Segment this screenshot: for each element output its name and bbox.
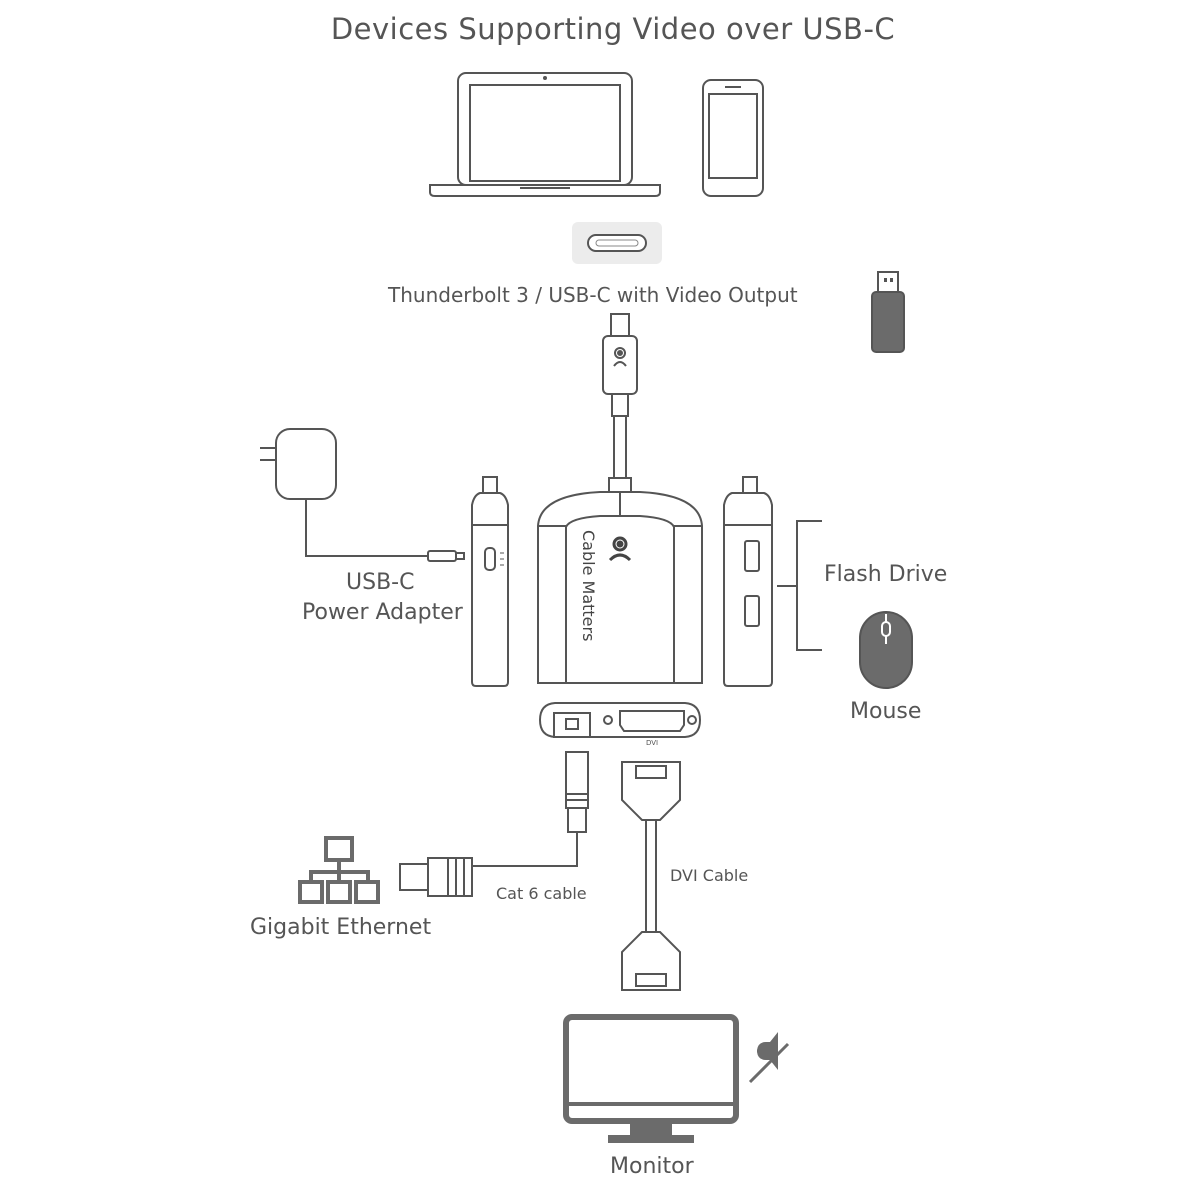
hub-body: [537, 491, 703, 684]
hub-side-right: [723, 476, 773, 687]
usb-bracket: [777, 520, 822, 651]
dvi-cable: [621, 761, 681, 991]
flash-drive-icon: [871, 271, 905, 353]
usb-c-cable: [602, 313, 638, 495]
usb-c-port-icon: [572, 222, 662, 264]
power-label-line2: Power Adapter: [302, 600, 463, 625]
power-adapter-icon: [260, 428, 465, 562]
ethernet-label: Gigabit Ethernet: [250, 915, 432, 940]
smartphone-icon: [702, 79, 764, 197]
monitor-icon: [563, 1014, 739, 1143]
page-title: Devices Supporting Video over USB-C: [330, 12, 896, 46]
mute-icon: [748, 1032, 790, 1084]
cable-matters-logo-icon: [608, 536, 632, 562]
ethernet-cable: [399, 751, 589, 897]
power-label-line1: USB-C: [346, 570, 415, 595]
mouse-label: Mouse: [850, 699, 922, 724]
hub-brand: Cable Matters: [579, 530, 598, 642]
cat6-cable-label: Cat 6 cable: [496, 884, 587, 903]
hub-bottom-ports: [538, 702, 702, 738]
flash-drive-label: Flash Drive: [824, 562, 948, 587]
monitor-label: Monitor: [610, 1154, 694, 1179]
network-icon: [298, 836, 380, 904]
dvi-cable-label: DVI Cable: [670, 866, 749, 885]
mouse-icon: [859, 611, 913, 689]
laptop-icon: [429, 72, 661, 197]
host-port-label: Thunderbolt 3 / USB-C with Video Output: [388, 283, 798, 307]
hub-side-left: [471, 476, 509, 687]
dvi-port-label: DVI: [646, 739, 659, 747]
